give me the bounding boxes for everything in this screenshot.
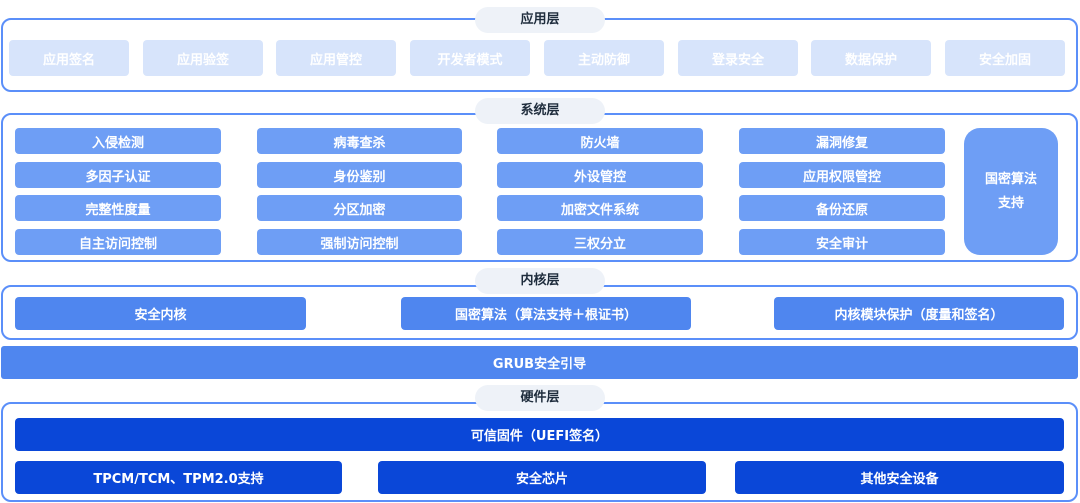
system-layer-title: 系统层 [475, 98, 605, 124]
app-item-active-defense: 主动防御 [544, 40, 664, 76]
hardware-item-security-chip: 安全芯片 [378, 461, 706, 494]
hardware-layer-title: 硬件层 [475, 385, 605, 411]
sys-item-multi-factor-auth: 多因子认证 [15, 162, 221, 188]
sys-item-encrypted-file-system: 加密文件系统 [497, 195, 703, 221]
sys-item-mandatory-access-control: 强制访问控制 [257, 229, 462, 255]
app-item-app-signing: 应用签名 [9, 40, 129, 76]
sys-item-separation-of-powers: 三权分立 [497, 229, 703, 255]
sys-item-intrusion-detection: 入侵检测 [15, 128, 221, 154]
sys-item-app-permission-control: 应用权限管控 [739, 162, 945, 188]
kernel-item-national-crypto: 国密算法（算法支持＋根证书） [401, 297, 691, 330]
sys-side-line1: 国密算法 [984, 171, 1037, 187]
sys-item-virus-scan: 病毒查杀 [257, 128, 462, 154]
hardware-item-tpcm-tpm: TPCM/TCM、TPM2.0支持 [15, 461, 342, 494]
sys-item-firewall: 防火墙 [497, 128, 703, 154]
sys-item-integrity-measurement: 完整性度量 [15, 195, 221, 221]
sys-item-peripheral-control: 外设管控 [497, 162, 703, 188]
sys-item-identity-authentication: 身份鉴别 [257, 162, 462, 188]
sys-side-national-crypto-support: 国密算法 支持 [964, 128, 1058, 255]
app-item-app-control: 应用管控 [276, 40, 396, 76]
sys-side-line2: 支持 [997, 195, 1024, 211]
application-layer-title: 应用层 [475, 7, 605, 33]
sys-item-partition-encryption: 分区加密 [257, 195, 462, 221]
app-item-security-hardening: 安全加固 [945, 40, 1065, 76]
hardware-item-other-devices: 其他安全设备 [735, 461, 1064, 494]
kernel-item-module-protection: 内核模块保护（度量和签名） [774, 297, 1064, 330]
app-item-login-security: 登录安全 [678, 40, 798, 76]
sys-item-security-audit: 安全审计 [739, 229, 945, 255]
app-item-app-verification: 应用验签 [143, 40, 263, 76]
sys-item-backup-restore: 备份还原 [739, 195, 945, 221]
hardware-item-trusted-firmware: 可信固件（UEFI签名） [15, 418, 1064, 451]
app-item-data-protection: 数据保护 [811, 40, 931, 76]
kernel-layer-title: 内核层 [475, 268, 605, 294]
app-item-developer-mode: 开发者模式 [410, 40, 530, 76]
kernel-item-secure-kernel: 安全内核 [15, 297, 306, 330]
grub-secure-boot-bar: GRUB安全引导 [1, 346, 1078, 379]
sys-item-discretionary-access-control: 自主访问控制 [15, 229, 221, 255]
sys-item-vulnerability-repair: 漏洞修复 [739, 128, 945, 154]
